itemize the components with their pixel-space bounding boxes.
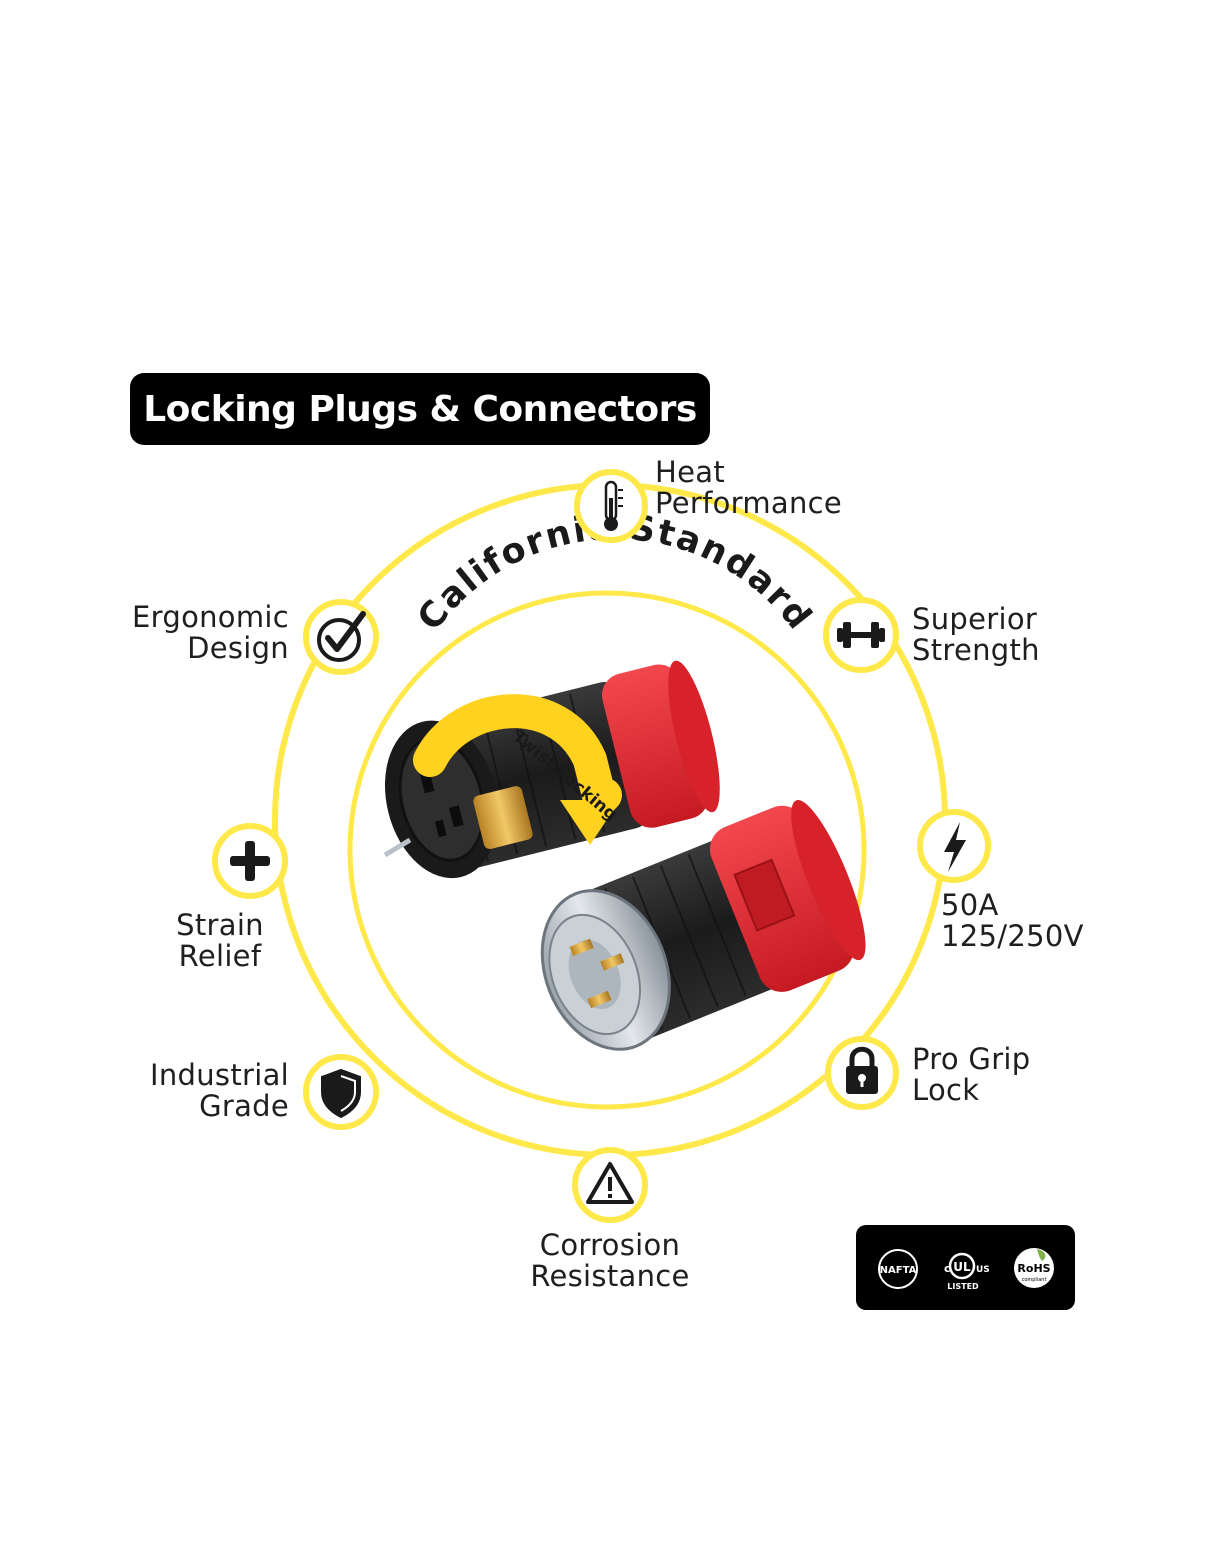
feature-strength-label: Superior Strength [912, 604, 1040, 666]
strength-line2: Strength [912, 633, 1040, 667]
corrosion-badge [572, 1147, 648, 1223]
strain-line2: Relief [178, 939, 262, 973]
certification-logos: NAFTA c UL US LISTED RoHS compliant [878, 1248, 1054, 1291]
grip-line1: Pro Grip [912, 1042, 1031, 1076]
ul-listed-logo: c UL US LISTED [944, 1252, 990, 1291]
ergonomic-badge [303, 599, 379, 675]
feature-heat-label: Heat Performance [655, 457, 842, 519]
industrial-line1: Industrial [149, 1058, 289, 1092]
lightning-icon [944, 822, 966, 872]
feature-corrosion-label: Corrosion Resistance [510, 1230, 710, 1292]
warning-triangle-icon [586, 1162, 634, 1204]
ul-listed-text: LISTED [947, 1282, 979, 1291]
heat-line1: Heat [655, 455, 725, 489]
feature-industrial-label: Industrial Grade [150, 1060, 289, 1122]
grip-badge [825, 1036, 899, 1110]
feature-ergonomic-label: Ergonomic Design [132, 602, 289, 664]
industrial-badge [303, 1054, 379, 1130]
ul-mark-text: UL [953, 1260, 971, 1274]
ul-c-text: c [944, 1262, 951, 1275]
ergonomic-line1: Ergonomic [132, 600, 289, 634]
feature-grip-label: Pro Grip Lock [912, 1044, 1031, 1106]
feature-strain-label: Strain Relief [160, 910, 280, 972]
strength-line1: Superior [912, 602, 1038, 636]
heat-badge [574, 469, 648, 543]
strength-badge [823, 597, 899, 673]
strain-badge [212, 823, 288, 899]
power-line2: 125/250V [941, 919, 1084, 953]
nafta-logo: NAFTA [878, 1249, 918, 1289]
nafta-text: NAFTA [880, 1265, 917, 1276]
check-circle-icon [317, 611, 366, 662]
shield-icon [321, 1068, 361, 1119]
industrial-line2: Grade [199, 1089, 289, 1123]
rohs-text: RoHS [1017, 1262, 1050, 1275]
thermometer-icon [604, 480, 623, 531]
corrosion-line1: Corrosion [539, 1228, 681, 1262]
padlock-icon [846, 1046, 878, 1094]
strain-line1: Strain [176, 908, 264, 942]
ul-us-text: US [976, 1265, 990, 1275]
corrosion-line2: Resistance [530, 1259, 690, 1293]
page-title: Locking Plugs & Connectors [143, 388, 697, 430]
grip-line2: Lock [912, 1073, 980, 1107]
certification-panel: NAFTA c UL US LISTED RoHS compliant [856, 1225, 1075, 1310]
power-badge [917, 809, 991, 883]
male-plug [540, 799, 866, 1051]
heat-line2: Performance [655, 486, 843, 520]
inner-ring [347, 590, 867, 1110]
rohs-sub-text: compliant [1022, 1277, 1047, 1283]
rohs-logo: RoHS compliant [1014, 1248, 1054, 1288]
dumbbell-icon [837, 622, 885, 648]
title-banner: Locking Plugs & Connectors [130, 373, 710, 445]
feature-power-label: 50A 125/250V [941, 890, 1084, 952]
connector-pin [383, 837, 412, 858]
plus-icon [230, 841, 270, 881]
ergonomic-line2: Design [187, 631, 289, 665]
power-line1: 50A [941, 888, 999, 922]
